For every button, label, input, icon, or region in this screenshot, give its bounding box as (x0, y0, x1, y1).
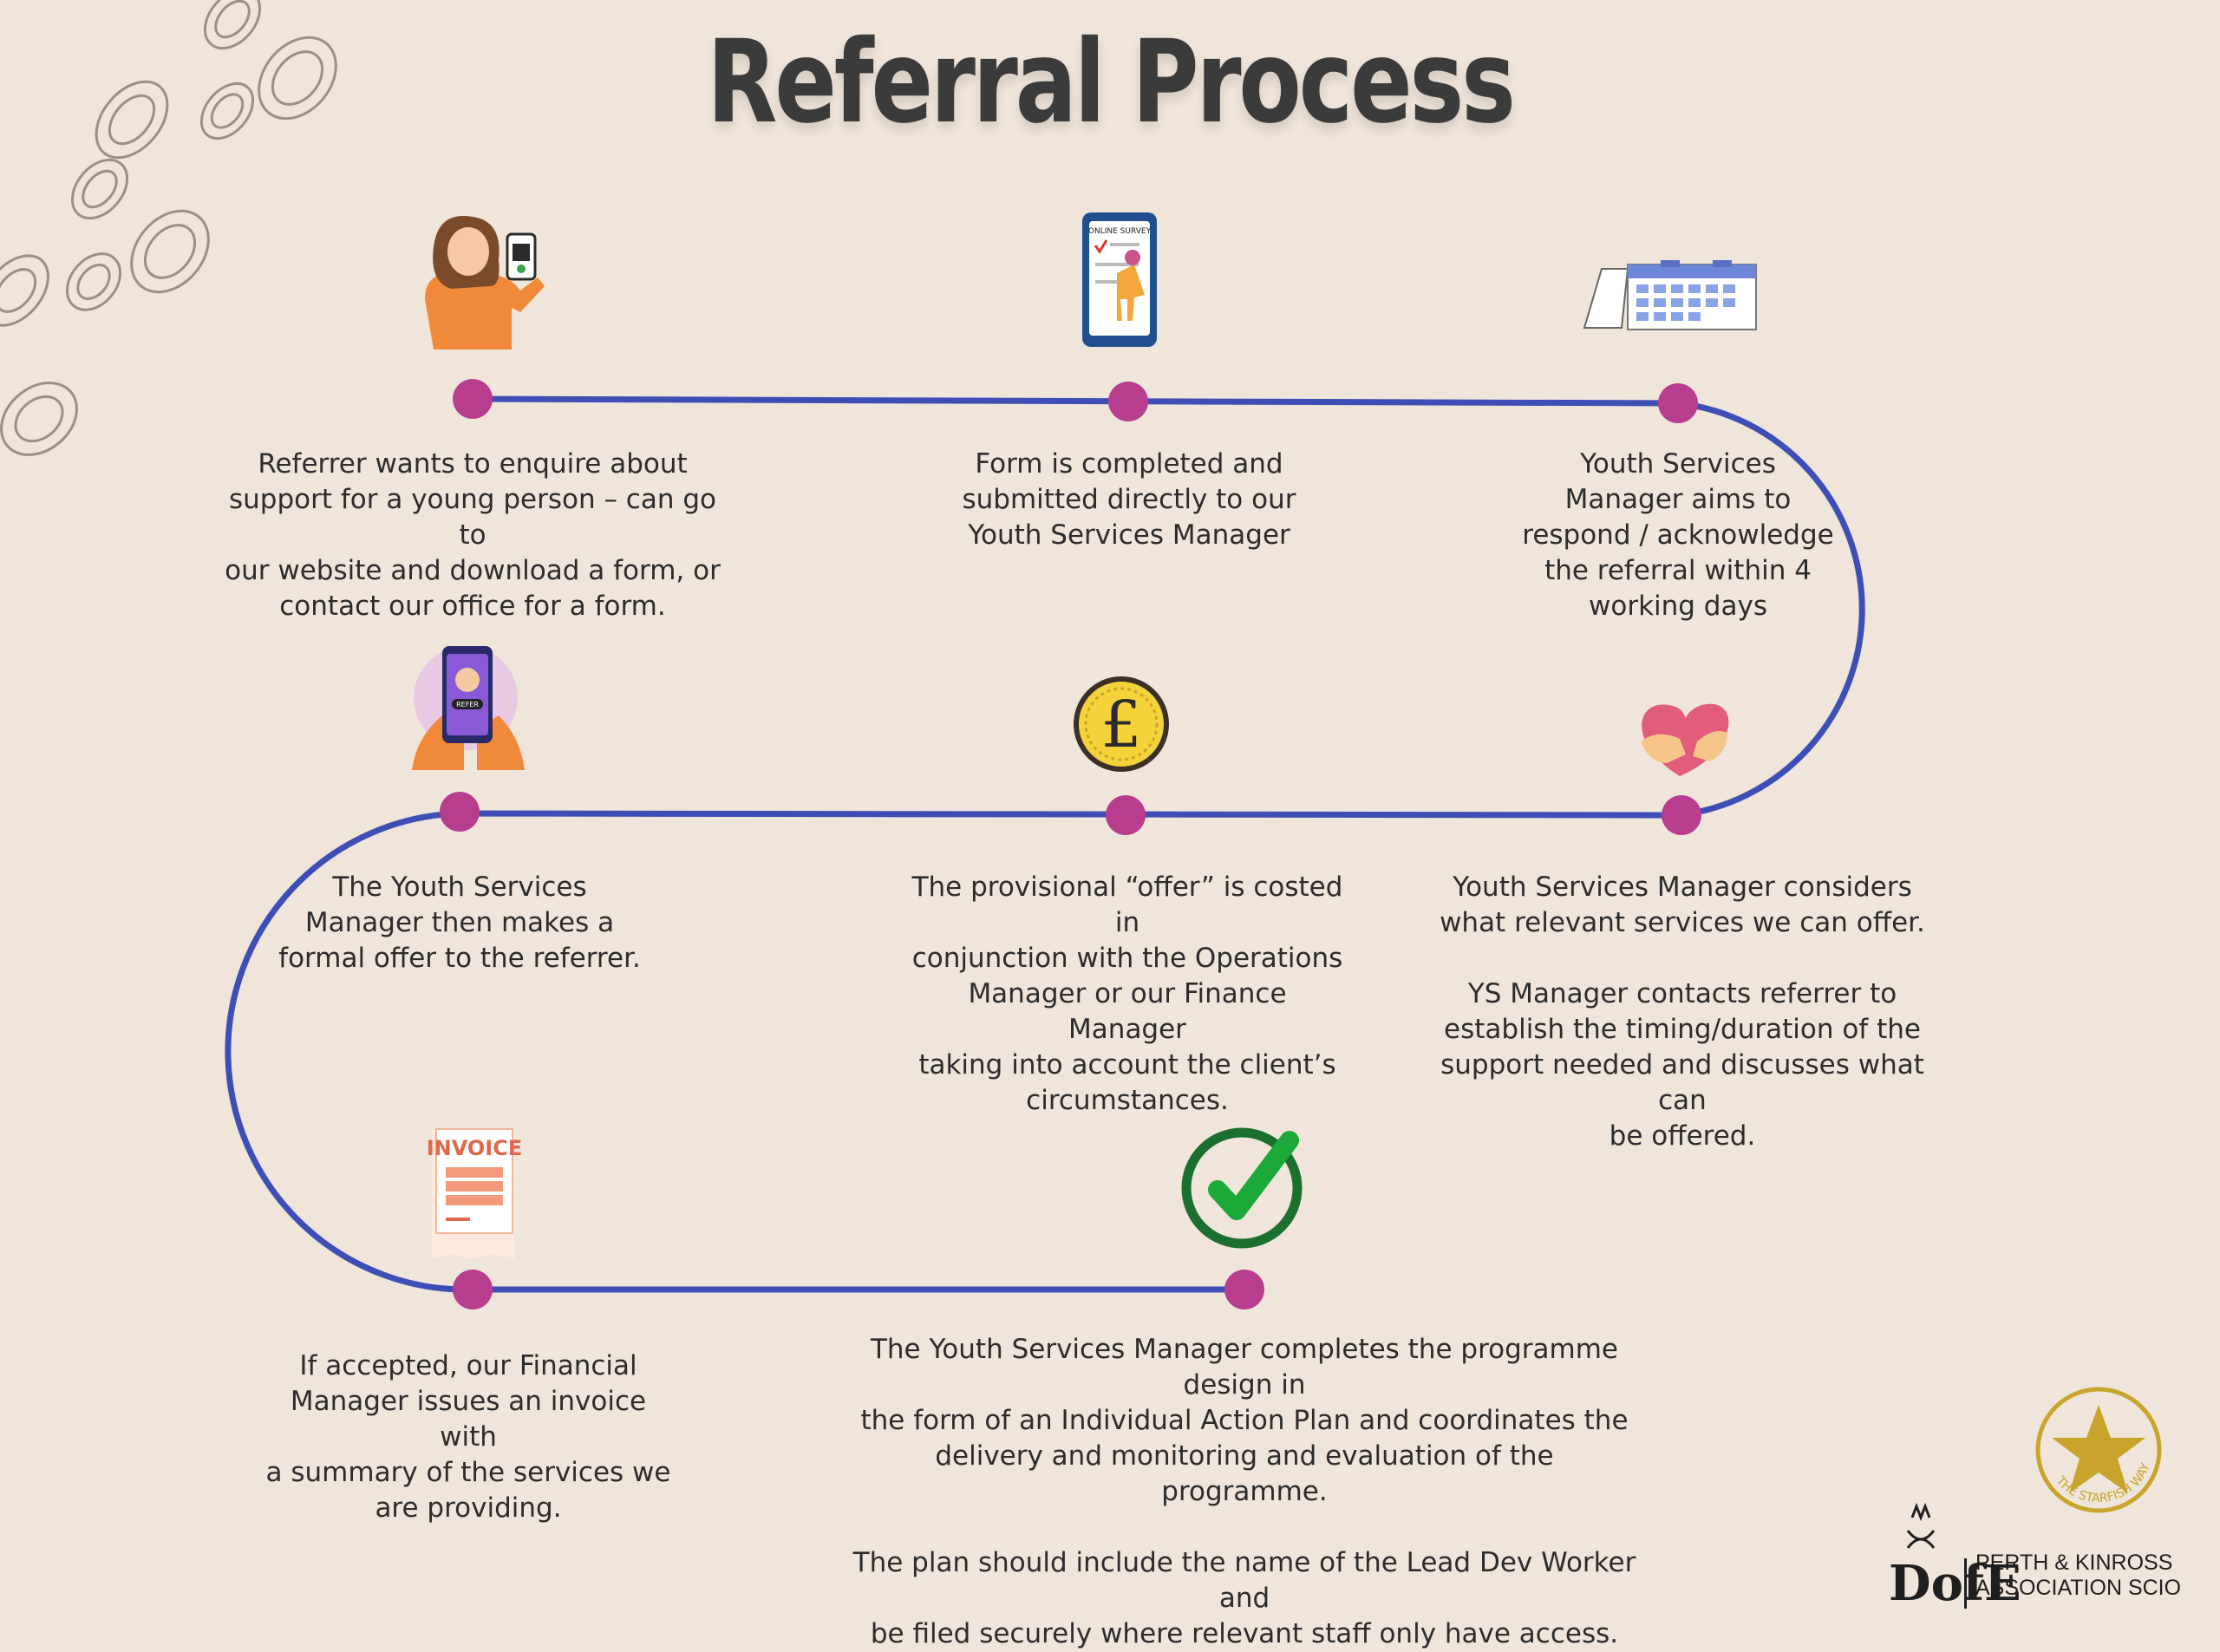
online-survey-icon: ONLINE SURVEY (1082, 212, 1157, 347)
svg-text:INVOICE: INVOICE (427, 1136, 523, 1160)
dofe-logo: DofE (1889, 1502, 2021, 1612)
step-node-5 (1106, 795, 1146, 835)
starfish-way-logo: THE STARFISH WAY (2035, 1387, 2162, 1513)
svg-text:REFER: REFER (456, 701, 479, 708)
step-8-text: The Youth Services Manager completes the… (852, 1334, 1636, 1649)
woman-with-phone-icon (425, 216, 545, 349)
step-node-8 (1224, 1270, 1264, 1309)
association-name: PERTH & KINROSS ASSOCIATION SCIO (1975, 1551, 2182, 1600)
heart-hands-icon (1641, 703, 1729, 776)
step-5-text: The provisional “offer” is costed in con… (911, 872, 1343, 1116)
step-4-text: Youth Services Manager considers what re… (1440, 872, 1925, 1152)
step-node-2 (1108, 382, 1148, 421)
step-nodes (440, 379, 1701, 1309)
step-7-text: If accepted, our Financial Manager issue… (265, 1350, 671, 1524)
step-node-6 (440, 792, 480, 832)
refer-phone-icon: REFER (412, 646, 525, 770)
step-node-4 (1662, 795, 1701, 835)
process-path (225, 395, 1865, 1293)
step-node-7 (453, 1270, 493, 1309)
step-3-text: Youth Services Manager aims to respond /… (1522, 448, 1834, 622)
pound-coin-icon: £ (1074, 676, 1169, 772)
calendar-icon (1583, 260, 1757, 330)
step-1-text: Referrer wants to enquire about support … (225, 448, 721, 622)
svg-text:ONLINE SURVEY: ONLINE SURVEY (1088, 227, 1152, 236)
page-title: Referral Process (707, 16, 1516, 149)
step-node-3 (1658, 383, 1698, 423)
checkmark-icon (1181, 1127, 1303, 1249)
step-2-text: Form is completed and submitted directly… (962, 448, 1296, 551)
step-6-text: The Youth Services Manager then makes a … (278, 872, 641, 974)
svg-text:£: £ (1100, 688, 1141, 762)
dofe-mark-text: DofE (1889, 1555, 2021, 1612)
step-node-1 (453, 379, 493, 419)
invoice-icon: INVOICE (427, 1128, 523, 1259)
